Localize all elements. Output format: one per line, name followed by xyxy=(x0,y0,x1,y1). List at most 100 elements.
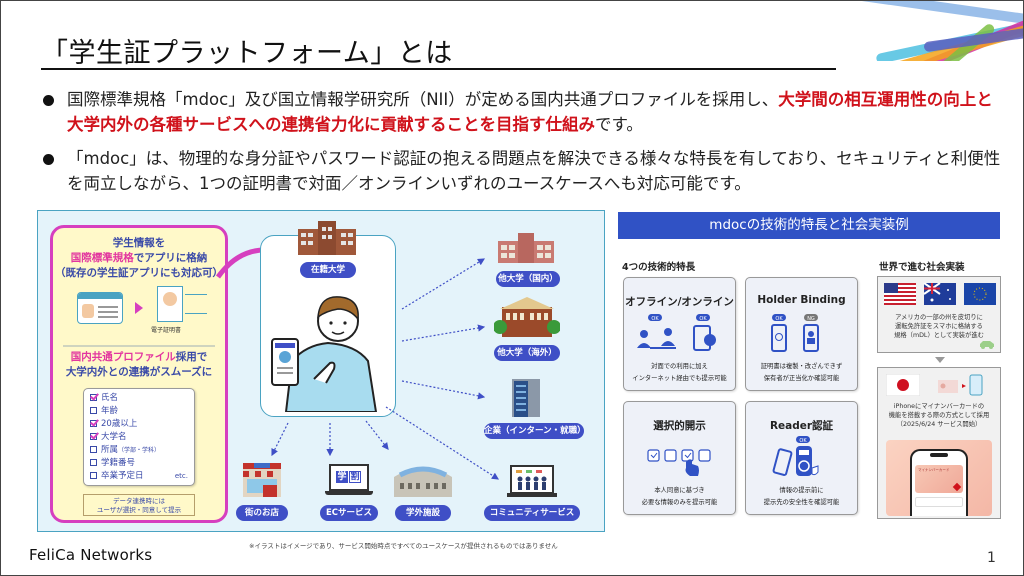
features-title: 4つの技術的特長 xyxy=(622,262,696,273)
ecosystem-diagram: 学生情報を 国際標準規格でアプリに格納 （既存の学生証アプリにも対応可） 電子証… xyxy=(37,210,605,532)
ok-badge: OK xyxy=(651,316,659,322)
checklist-item-label: 卒業予定日 xyxy=(101,471,144,481)
profile-highlight: 国内共通プロファイル xyxy=(70,351,176,363)
world-card-mdl: アメリカの一部の州を皮切りに 運転免許証をスマホに格納する 規格（mDL）として… xyxy=(877,276,1001,353)
feature-title: Reader認証 xyxy=(769,420,834,432)
down-arrow-icon xyxy=(935,357,945,363)
feature-card-reader-auth: Reader認証 OK 情報の提示前に提示先の安全性を確認可能 xyxy=(745,401,858,515)
checkbox-unchecked-icon xyxy=(90,459,97,466)
page-title: 「学生証プラットフォーム」とは xyxy=(41,38,453,69)
bullet-tail: です。 xyxy=(595,115,643,134)
ok-badge: OK xyxy=(775,316,783,322)
feature-desc-line2: 保有者が正当化か確認可能 xyxy=(763,375,840,382)
shop-icon xyxy=(243,463,281,497)
iphone-frame: マイナンバーカード xyxy=(910,449,968,516)
student-info-line2: 国際標準規格でアプリに格納 xyxy=(53,251,225,266)
student-info-line3: （既存の学生証アプリにも対応可） xyxy=(55,267,223,279)
checklist-item: 学籍番号 xyxy=(90,457,188,470)
bullet-list: 国際標準規格「mdoc」及び国立情報学研究所（NII）が定める国内共通プロファイ… xyxy=(41,87,1001,205)
feature-card-offline-online: オフライン/オンライン OK OK 対面での利用に加えインターネット経由でも提示… xyxy=(623,277,736,391)
profile-line2: 大学内外との連携がスムーズに xyxy=(65,366,213,378)
ok-badge: OK xyxy=(799,438,807,444)
checkbox-unchecked-icon xyxy=(90,407,97,414)
checkbox-checked-icon xyxy=(90,394,97,401)
checkbox-unchecked-icon xyxy=(90,446,97,453)
bullet-text: 「mdoc」は、物理的な身分証やパスワード認証の抱える問題点を解決できる様々な特… xyxy=(67,149,1001,193)
checklist-item-label: 大学名 xyxy=(101,432,127,442)
disclaimer-note: ※イラストはイメージであり、サービス開始時点ですべてのユースケースが提供されるも… xyxy=(249,542,558,550)
arrow-to-facility xyxy=(365,420,389,450)
external-facility-label: 学外施設 xyxy=(395,505,451,521)
car-icon xyxy=(980,341,994,349)
ok-badge: OK xyxy=(699,316,707,322)
bullet-item: 「mdoc」は、物理的な身分証やパスワード認証の抱える問題点を解決できる様々な特… xyxy=(41,146,1001,196)
external-facility-icon xyxy=(394,466,452,497)
overseas-university-label: 他大学（海外） xyxy=(494,345,560,361)
company-label: 企業（インターン・就職） xyxy=(484,423,586,439)
ecert-label: 電子証明書 xyxy=(151,327,182,334)
offline-online-icon: OK OK xyxy=(637,314,716,351)
bullet-item: 国際標準規格「mdoc」及び国立情報学研究所（NII）が定める国内共通プロファイ… xyxy=(41,87,1001,137)
circuit-icon xyxy=(185,294,207,314)
standard-rest: でアプリに格納 xyxy=(133,252,208,264)
feature-desc-line1: 証明書は複製・改ざんできず xyxy=(760,363,843,370)
home-university-building-icon xyxy=(298,221,356,255)
consent-line1: データ連携時には xyxy=(113,497,165,505)
bullet-highlight: 大学間の相互運用性の向上と大学内外の各種サービスへの連携省力化に貢献することを目… xyxy=(67,90,993,134)
mdl-text-line1: アメリカの一部の州を皮切りに xyxy=(895,314,983,321)
mdl-text: アメリカの一部の州を皮切りに 運転免許証をスマホに格納する 規格（mDL）として… xyxy=(878,313,1000,340)
feature-desc-line1: 対面での利用に加え xyxy=(651,363,708,370)
bullet-dot-icon xyxy=(43,95,54,106)
right-panel-header: mdocの技術的特長と社会実装例 xyxy=(618,212,1000,239)
japan-text-line1: iPhoneにマイナンバーカードの xyxy=(893,403,985,410)
standard-highlight: 国際標準規格 xyxy=(70,252,134,264)
feature-title: Holder Binding xyxy=(757,294,846,306)
arrow-right-icon xyxy=(135,302,143,314)
feature-card-holder-binding: Holder Binding OK NG 証明書は複製・改ざんできず保有者が正当… xyxy=(745,277,858,391)
feature-title: オフライン/オンライン xyxy=(625,296,734,308)
selective-disclosure-icon xyxy=(647,449,711,476)
mynumber-card-in-wallet: マイナンバーカード xyxy=(915,465,963,493)
profile-rest: 採用で xyxy=(175,351,208,363)
decorative-streaks xyxy=(823,1,1023,61)
company-logo: FeliCa Networks xyxy=(29,546,153,564)
checkbox-checked-icon xyxy=(90,420,97,427)
shop-label: 街のお店 xyxy=(236,505,288,521)
japan-flag-icon xyxy=(886,374,920,396)
us-flag-icon xyxy=(884,283,916,305)
checklist-item-label: 年齢 xyxy=(101,406,119,416)
checklist-item: 年齢 xyxy=(90,405,188,418)
card-conversion: 電子証明書 xyxy=(67,284,213,334)
mdl-text-line2: 運転免許証をスマホに格納する xyxy=(895,323,983,330)
student-id-card-icon xyxy=(77,292,123,324)
feature-desc-line1: 情報の提示前に xyxy=(779,487,824,494)
checklist-item-label: 20歳以上 xyxy=(101,419,138,429)
checklist-item: 大学名 xyxy=(90,431,188,444)
digital-certificate-icon xyxy=(157,286,183,322)
holder-binding-icon: OK NG xyxy=(771,314,819,352)
japan-text-line2: 機能を搭載する際の方式として採用 xyxy=(888,412,990,419)
ec-screen-char-2: 割 xyxy=(349,471,361,483)
domestic-university-building-icon xyxy=(498,233,554,263)
home-university-label: 在籍大学 xyxy=(300,262,356,278)
company-building-icon xyxy=(512,379,540,417)
arrow-to-company xyxy=(401,380,486,400)
overseas-university-building-icon xyxy=(494,297,560,337)
consent-note: データ連携時には ユーザが選択・同意して提示 xyxy=(83,494,195,516)
arrow-to-overseas-univ xyxy=(401,324,486,342)
phone-card-label: マイナンバーカード xyxy=(918,468,950,472)
world-title: 世界で進む社会実装 xyxy=(879,262,965,273)
checklist-item: 所属（学部・学科） xyxy=(90,444,188,457)
student-info-heading: 学生情報を 国際標準規格でアプリに格納 （既存の学生証アプリにも対応可） xyxy=(53,236,225,281)
mynumber-card-to-phone-icon xyxy=(938,374,983,396)
feature-desc: 証明書は複製・改ざんできず保有者が正当化か確認可能 xyxy=(746,361,857,385)
student-info-line1: 学生情報を xyxy=(112,237,166,249)
bullet-dot-icon xyxy=(43,154,54,165)
domestic-university-label: 他大学（国内） xyxy=(496,271,560,287)
feature-desc: 情報の提示前に提示先の安全性を確認可能 xyxy=(746,485,857,509)
japan-text-line3: （2025/6/24 サービス開始） xyxy=(896,421,982,428)
checklist-item-sublabel: （学部・学科） xyxy=(118,447,161,454)
checklist-item: 氏名 xyxy=(90,392,188,405)
reader-auth-icon: OK xyxy=(772,436,819,476)
